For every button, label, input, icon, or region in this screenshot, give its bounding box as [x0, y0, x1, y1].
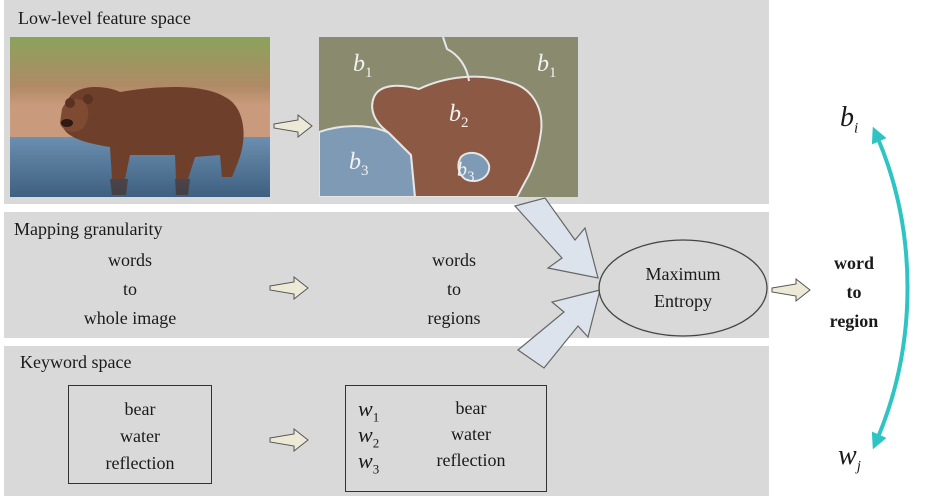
bear-photo: [10, 37, 270, 197]
words-to-image-text: words to whole image: [60, 246, 200, 333]
maximum-entropy-label: Maximum Entropy: [600, 261, 766, 315]
mapping-title: Mapping granularity: [14, 219, 163, 239]
word-to-region-label: word to region: [814, 249, 894, 336]
words-to-image-line-1: words: [108, 250, 152, 270]
arrow-keywords-to-words: [269, 427, 309, 453]
arrow-model-to-output: [771, 277, 811, 303]
keyword-right-2: water: [451, 424, 491, 444]
keyword-right-3: reflection: [436, 450, 506, 470]
word-var-1: w1: [358, 396, 380, 425]
word-variable-wj: wj: [838, 440, 861, 475]
word-var-2: w2: [358, 422, 380, 451]
words-to-regions-text: words to regions: [384, 246, 524, 333]
keyword-box-right: [345, 385, 547, 492]
words-to-regions-line-2: to: [446, 279, 461, 299]
segmentation-map: b1 b1 b2 b3 b3: [319, 37, 578, 197]
maximum-entropy-line-1: Maximum: [645, 264, 721, 284]
region-label-b3-left: b3: [349, 149, 369, 179]
keyword-list-left: bear water reflection: [69, 396, 211, 477]
region-variable-bi: bi: [840, 102, 859, 137]
keyword-title: Keyword space: [20, 352, 132, 372]
arrow-image-to-regions: [269, 275, 309, 301]
output-line-1: word: [834, 253, 874, 273]
arrow-segmentation-to-model: [513, 197, 599, 279]
maximum-entropy-ellipse: [598, 239, 768, 337]
word-variable-column: w1 w2 w3: [358, 396, 380, 477]
region-label-b1-left: b1: [353, 51, 373, 81]
keyword-right-1: bear: [455, 398, 487, 418]
region-label-b2: b2: [449, 101, 469, 131]
keyword-left-1: bear: [124, 399, 156, 419]
arrow-keywords-to-model: [517, 289, 601, 369]
output-line-3: region: [829, 311, 879, 331]
region-label-b1-right: b1: [537, 51, 557, 81]
keyword-box-left: bear water reflection: [68, 385, 212, 484]
word-region-curve: [871, 126, 910, 450]
word-var-3: w3: [358, 448, 380, 477]
low-level-title: Low-level feature space: [18, 8, 191, 28]
keyword-left-3: reflection: [105, 453, 175, 473]
words-to-regions-line-3: regions: [427, 308, 481, 328]
output-line-2: to: [846, 282, 862, 302]
arrow-photo-to-segmentation: [273, 113, 313, 139]
words-to-image-line-2: to: [122, 279, 137, 299]
words-to-image-line-3: whole image: [83, 308, 177, 328]
keyword-list-right: bear water reflection: [416, 395, 526, 473]
keyword-left-2: water: [120, 426, 160, 446]
maximum-entropy-line-2: Entropy: [654, 291, 712, 311]
region-label-b3-small: b3: [457, 159, 475, 185]
words-to-regions-line-1: words: [432, 250, 476, 270]
